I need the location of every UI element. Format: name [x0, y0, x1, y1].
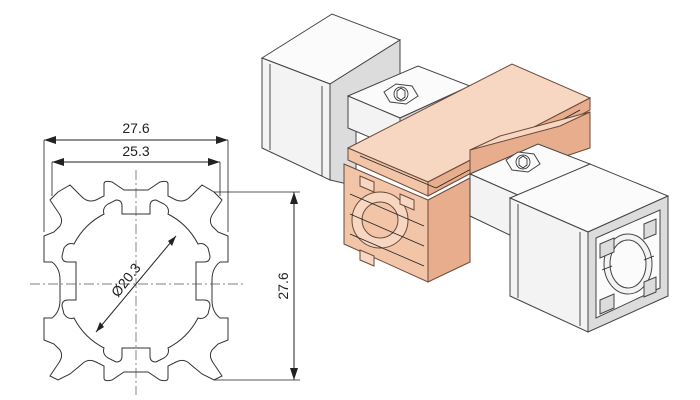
height-label: 27.6 — [275, 272, 291, 299]
hex-socket-bolt-icon — [383, 83, 419, 105]
front-square-tube — [508, 163, 670, 333]
hex-socket-bolt-icon-front — [505, 151, 541, 173]
tube-end-profile — [595, 209, 661, 319]
dim-arrow-outer-l — [44, 136, 56, 144]
diameter-arrow-b — [168, 236, 176, 246]
diameter-arrow-a — [96, 322, 104, 332]
dim-arrow-height-b — [290, 368, 298, 380]
diameter-line — [95, 235, 177, 333]
isometric-assembly — [260, 13, 670, 333]
dim-arrow-outer-r — [216, 136, 228, 144]
dim-arrow-height-t — [290, 192, 298, 204]
inner-width-label: 25.3 — [122, 143, 149, 159]
dim-arrow-inner-r — [208, 158, 220, 166]
outer-width-label: 27.6 — [122, 120, 149, 136]
profile-cross-section: Ø20.3 27.6 25.3 27.6 — [30, 120, 300, 395]
dim-arrow-inner-l — [52, 158, 64, 166]
